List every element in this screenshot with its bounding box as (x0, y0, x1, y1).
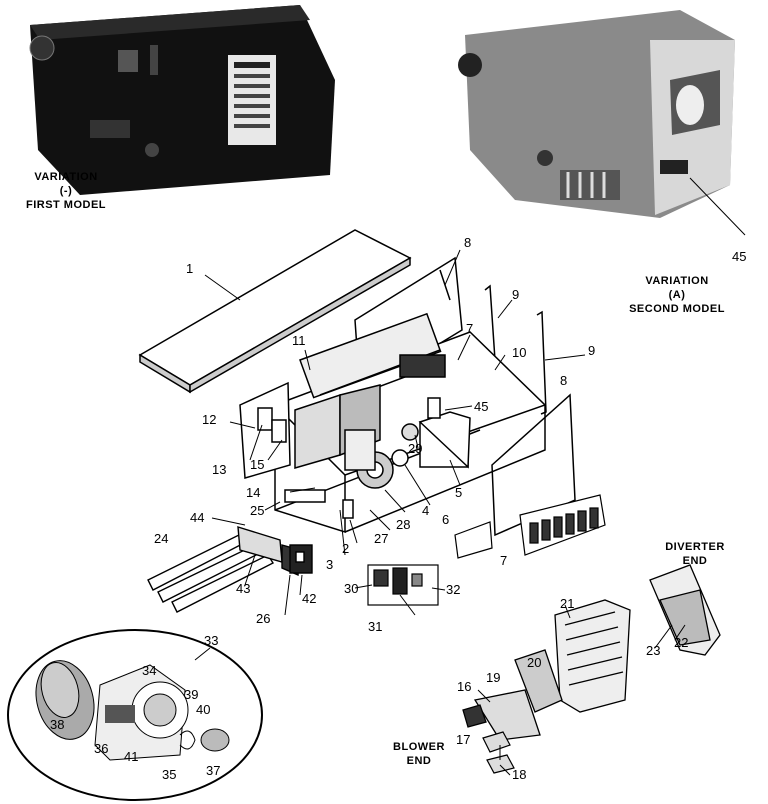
callout-32: 32 (446, 582, 461, 597)
callout-21: 21 (560, 596, 575, 611)
callout-18: 18 (512, 767, 527, 782)
callout-37: 37 (206, 763, 221, 778)
callout-33: 33 (204, 633, 219, 648)
callout-10: 10 (512, 345, 527, 360)
callout-11: 11 (292, 333, 306, 348)
callout-19: 19 (486, 670, 501, 685)
first-model-photo (29, 5, 335, 195)
callout-29: 29 (408, 441, 423, 456)
burner-tubes (147, 526, 313, 613)
callout-20: 20 (527, 655, 542, 670)
callout-27: 27 (374, 531, 389, 546)
callout-23: 23 (646, 643, 661, 658)
front-grille (519, 494, 606, 556)
second-model-caption: VARIATION (A) SECOND MODEL (612, 274, 742, 316)
second-model-photo (458, 10, 746, 236)
callout-1: 1 (186, 261, 194, 276)
callout-38: 38 (50, 717, 65, 732)
diverter-assembly (649, 564, 721, 656)
callout-12: 12 (202, 412, 217, 427)
blower-end-parts (482, 731, 515, 774)
callout-3: 3 (326, 557, 334, 572)
second-model-caption-line3: SECOND MODEL (629, 303, 725, 315)
second-model-caption-line1: VARIATION (645, 275, 709, 287)
blower-end-caption: BLOWER END (384, 740, 454, 768)
callout-6: 6 (442, 512, 450, 527)
callout-45-mid: 45 (474, 399, 489, 414)
callout-31: 31 (368, 619, 383, 634)
callout-5: 5 (455, 485, 463, 500)
callout-7-bottom: 7 (500, 553, 508, 568)
callout-30: 30 (344, 581, 359, 596)
callout-39: 39 (184, 687, 199, 702)
callout-42: 42 (302, 591, 317, 606)
main-chassis (273, 312, 547, 534)
diverter-end-caption-line2: END (682, 555, 708, 567)
callout-15: 15 (250, 457, 265, 472)
callout-25: 25 (250, 503, 265, 518)
top-cover-panel (138, 229, 412, 394)
cover-plate (454, 521, 493, 559)
first-model-caption-line2: (-) (59, 185, 73, 197)
callout-7-top: 7 (466, 321, 474, 336)
first-model-caption-line3: FIRST MODEL (25, 199, 107, 211)
callout-45-top: 45 (732, 249, 747, 264)
second-model-caption-line2: (A) (668, 289, 686, 301)
heat-exchanger (462, 599, 631, 741)
callout-36: 36 (94, 741, 109, 756)
callout-34: 34 (142, 663, 157, 678)
callout-2: 2 (342, 541, 350, 556)
callout-16: 16 (457, 679, 472, 694)
callout-41: 41 (124, 749, 139, 764)
callout-13: 13 (212, 462, 227, 477)
first-model-caption: VARIATION (-) FIRST MODEL (16, 170, 116, 212)
leader-lines (194, 249, 686, 776)
left-side-panel (239, 381, 291, 479)
callout-24: 24 (154, 531, 169, 546)
callout-17: 17 (456, 732, 471, 747)
callout-43: 43 (236, 581, 251, 596)
callout-22: 22 (674, 635, 689, 650)
diverter-end-caption-line1: DIVERTER (665, 541, 725, 553)
callout-44: 44 (190, 510, 205, 525)
callout-9-right: 9 (588, 343, 596, 358)
blower-assembly (7, 629, 263, 801)
blower-end-caption-line1: BLOWER (393, 741, 445, 753)
callout-9-top: 9 (512, 287, 520, 302)
first-model-caption-line1: VARIATION (34, 171, 98, 183)
callout-26: 26 (256, 611, 271, 626)
diverter-end-caption: DIVERTER END (655, 540, 735, 568)
callout-8-right: 8 (560, 373, 568, 388)
callout-28: 28 (396, 517, 411, 532)
callout-35: 35 (162, 767, 177, 782)
callout-4: 4 (422, 503, 430, 518)
callout-14: 14 (246, 485, 261, 500)
blower-end-caption-line2: END (406, 755, 432, 767)
callout-40: 40 (196, 702, 211, 717)
callout-8-top: 8 (464, 235, 472, 250)
